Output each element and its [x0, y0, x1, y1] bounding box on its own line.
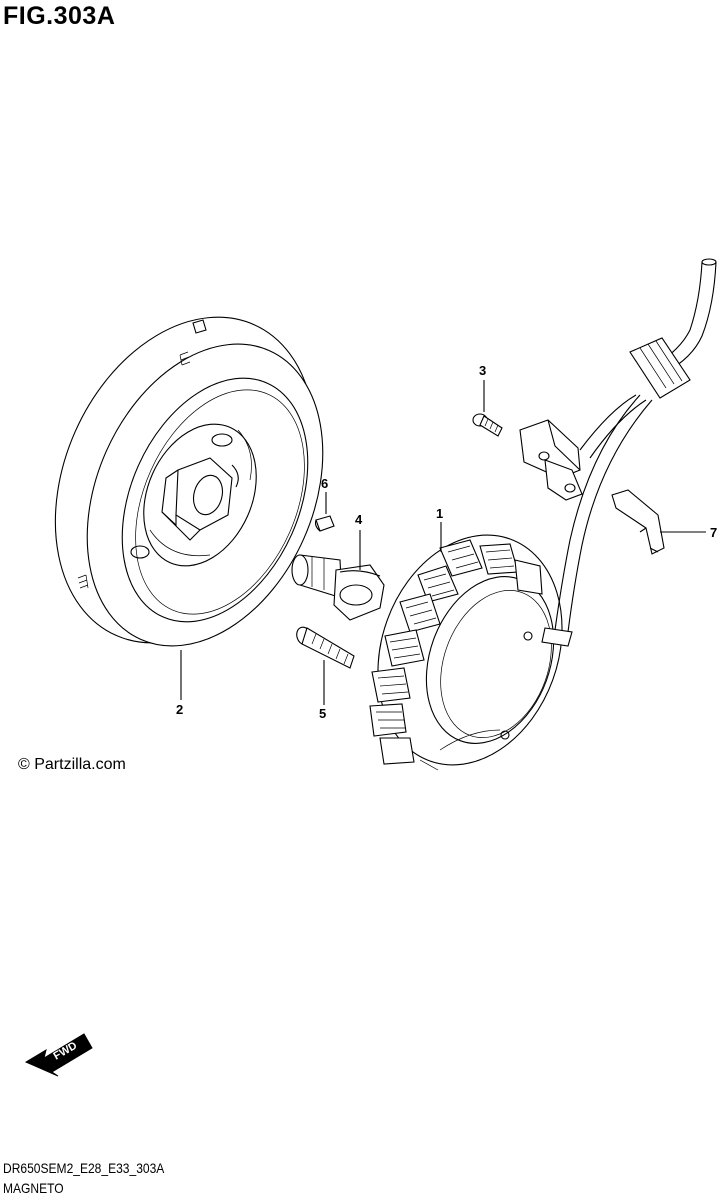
- bolt-part[interactable]: [291, 554, 385, 621]
- figure-title: FIG.303A: [3, 2, 116, 30]
- leader-lines: [180, 380, 706, 705]
- callout-5: 5: [319, 706, 326, 721]
- figure-name: MAGNETO: [3, 1180, 64, 1196]
- callout-6: 6: [321, 476, 328, 491]
- stator-coil[interactable]: [347, 509, 593, 791]
- callout-2: 2: [176, 702, 183, 717]
- callout-7: 7: [710, 525, 717, 540]
- clamp-part[interactable]: [611, 489, 665, 555]
- wire-harness: [541, 258, 717, 647]
- pickup-sensor: [519, 419, 583, 501]
- rotor-flywheel[interactable]: [6, 276, 368, 684]
- callout-4: 4: [355, 512, 363, 527]
- screw-part-3[interactable]: [472, 413, 503, 437]
- screw-part-5[interactable]: [294, 625, 355, 669]
- figure-code: DR650SEM2_E28_E33_303A: [3, 1160, 165, 1176]
- key-part[interactable]: [314, 515, 335, 532]
- callout-labels: 1 2 3 4 5 6 7: [176, 363, 717, 721]
- fwd-arrow-icon: FWD: [24, 1033, 93, 1077]
- copyright-notice: © Partzilla.com: [18, 756, 126, 773]
- callout-1: 1: [436, 506, 443, 521]
- callout-3: 3: [479, 363, 486, 378]
